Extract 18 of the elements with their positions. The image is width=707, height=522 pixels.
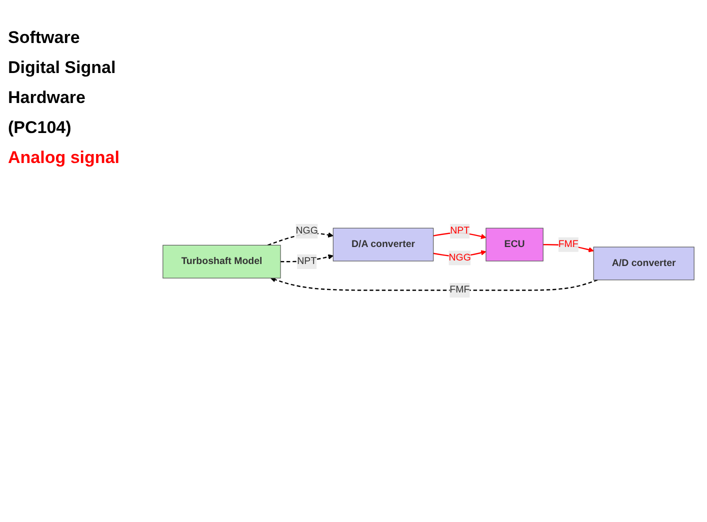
edge-label: NPT bbox=[297, 256, 317, 267]
arrow bbox=[270, 277, 598, 292]
edge-label: NGG bbox=[296, 226, 318, 236]
note-label: Hardware bbox=[8, 88, 86, 108]
node-box: A/D converter bbox=[593, 246, 694, 280]
edge-label: FMF bbox=[450, 285, 470, 296]
node-box: ECU bbox=[486, 228, 544, 262]
node-box: Turboshaft Model bbox=[162, 245, 281, 279]
note-label: (PC104) bbox=[8, 118, 72, 138]
edge-label: FMF bbox=[558, 239, 578, 250]
node-box: D/A converter bbox=[332, 228, 434, 262]
arrow bbox=[267, 232, 334, 246]
note-label: Software bbox=[8, 28, 81, 48]
edge-label: NPT bbox=[450, 226, 470, 236]
note-label: Digital Signal bbox=[8, 58, 117, 78]
note-label: Analog signal bbox=[8, 148, 120, 168]
arrow bbox=[433, 232, 486, 240]
edge-label: NGG bbox=[448, 252, 471, 264]
